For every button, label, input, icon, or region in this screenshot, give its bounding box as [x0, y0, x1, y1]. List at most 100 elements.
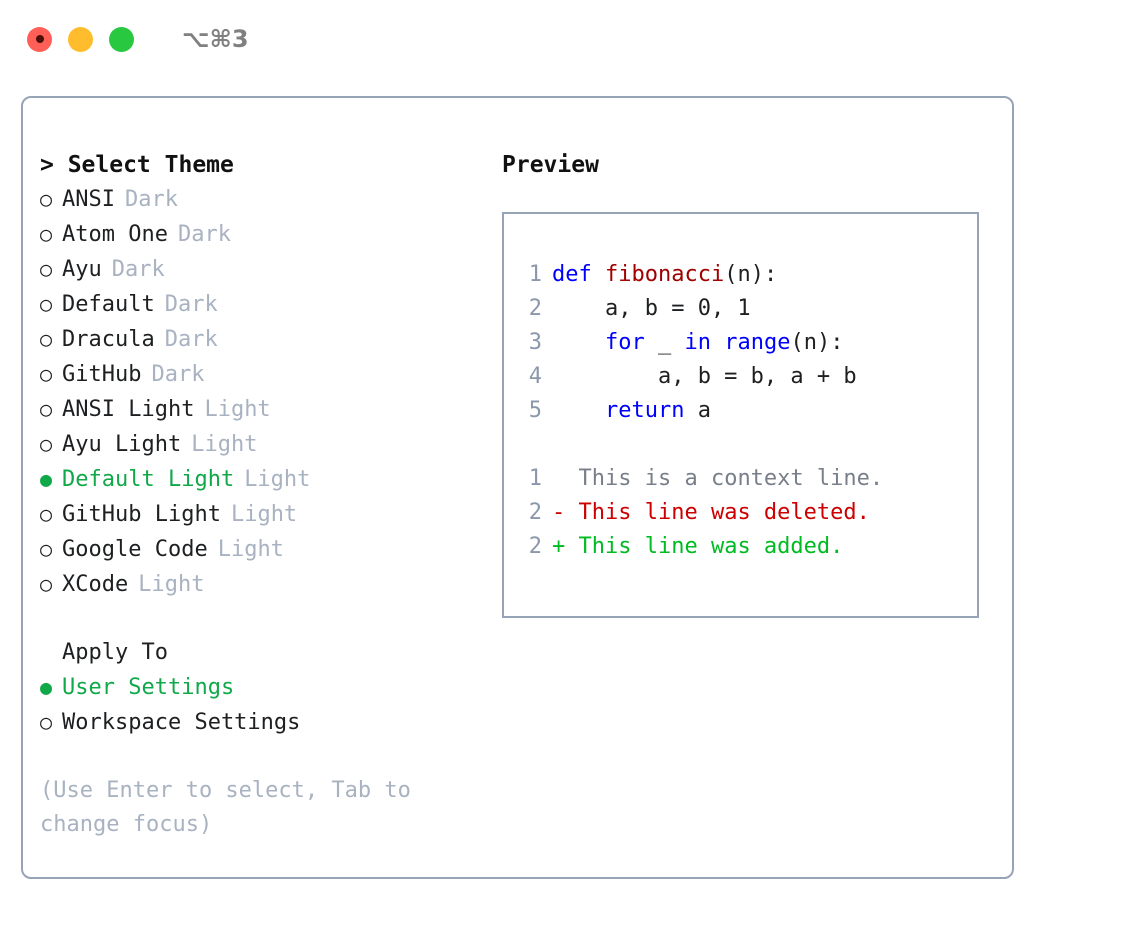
- radio-unselected-icon: ○: [40, 292, 53, 316]
- theme-option-ansi-light[interactable]: ○ ANSI Light Light: [40, 392, 470, 427]
- preview-title: Preview: [502, 152, 599, 178]
- radio-unselected-icon: ○: [40, 397, 53, 421]
- line-number: 3: [528, 330, 542, 355]
- radio-unselected-icon: ○: [40, 502, 53, 526]
- minimize-button[interactable]: [68, 26, 93, 52]
- apply-to-option-label: Workspace Settings: [62, 710, 301, 735]
- theme-option-label: ANSI Light: [62, 397, 195, 422]
- theme-option-tag: Light: [217, 537, 284, 562]
- diff-line-text: - This line was deleted.: [552, 496, 870, 530]
- theme-option-label: Ayu: [62, 257, 102, 282]
- theme-option-tag: Dark: [177, 222, 231, 247]
- spacer: [40, 602, 470, 636]
- code-line-text: return a: [552, 394, 711, 428]
- close-button[interactable]: [27, 26, 52, 52]
- apply-to-option-workspace-settings[interactable]: ○ Workspace Settings: [40, 705, 470, 740]
- radio-unselected-icon: ○: [40, 222, 53, 246]
- close-active-dot-icon: [35, 35, 44, 43]
- line-number: 1: [528, 262, 542, 287]
- code-line: 5 return a: [518, 394, 977, 428]
- window-controls: [27, 26, 134, 52]
- code-token-kw: in: [684, 330, 711, 355]
- radio-unselected-icon: ○: [40, 537, 53, 561]
- line-number: 5: [528, 398, 542, 423]
- radio-unselected-icon: ○: [40, 710, 53, 734]
- line-number: 2: [528, 534, 542, 559]
- code-token-plain: [552, 398, 605, 423]
- radio-unselected-icon: ○: [40, 572, 53, 596]
- code-token-kw: return: [604, 398, 685, 423]
- theme-option-google-code[interactable]: ○ Google Code Light: [40, 532, 470, 567]
- code-line: 2 a, b = 0, 1: [518, 292, 977, 326]
- theme-option-github-light[interactable]: ○ GitHub Light Light: [40, 497, 470, 532]
- code-line-text: def fibonacci(n):: [552, 258, 777, 292]
- diff-line-ctx: 1 This is a context line.: [518, 462, 977, 496]
- code-token-plain: _: [644, 330, 685, 355]
- theme-option-label: XCode: [62, 572, 129, 597]
- theme-option-label: ANSI: [62, 187, 115, 212]
- code-line: 3 for _ in range(n):: [518, 326, 977, 360]
- radio-selected-icon: ●: [40, 467, 53, 491]
- theme-option-tag: Light: [204, 397, 271, 422]
- theme-option-label: Atom One: [62, 222, 168, 247]
- diff-line-add: 2+ This line was added.: [518, 530, 977, 564]
- theme-option-label: GitHub: [62, 362, 142, 387]
- theme-option-atom-one[interactable]: ○ Atom One Dark: [40, 217, 470, 252]
- code-token-plain: a, b = b, a + b: [552, 364, 857, 389]
- radio-unselected-icon: ○: [40, 187, 53, 211]
- radio-unselected-icon: ○: [40, 327, 53, 351]
- diff-marker: [552, 466, 579, 491]
- code-token-plain: (n):: [790, 330, 844, 355]
- code-token-kw: range: [724, 330, 791, 355]
- diff-marker: -: [552, 500, 579, 525]
- apply-to-option-label: User Settings: [62, 675, 235, 700]
- theme-option-label: Default: [62, 292, 155, 317]
- maximize-button[interactable]: [109, 26, 134, 52]
- theme-option-tag: Dark: [151, 362, 205, 387]
- title-bar: ⌥⌘3: [0, 0, 1140, 78]
- line-number: 2: [528, 296, 542, 321]
- code-line-text: for _ in range(n):: [552, 326, 843, 360]
- code-token-fn: fibonacci: [604, 262, 725, 287]
- keyboard-hint: (Use Enter to select, Tab to change focu…: [40, 778, 411, 837]
- code-token-plain: a: [684, 398, 711, 423]
- radio-selected-icon: ●: [40, 675, 53, 699]
- diff-line-text: This is a context line.: [552, 462, 884, 496]
- theme-option-default[interactable]: ○ Default Dark: [40, 287, 470, 322]
- diff-line-del: 2- This line was deleted.: [518, 496, 977, 530]
- code-token-kw: def: [552, 262, 605, 287]
- theme-option-label: Ayu Light: [62, 432, 182, 457]
- spacer: [518, 428, 977, 462]
- theme-option-tag: Light: [191, 432, 258, 457]
- radio-unselected-icon: ○: [40, 257, 53, 281]
- code-line: 1 def fibonacci(n):: [518, 258, 977, 292]
- theme-option-tag: Dark: [164, 292, 218, 317]
- diff-sample: 1 This is a context line.2- This line wa…: [518, 462, 977, 564]
- theme-option-label: Dracula: [62, 327, 155, 352]
- apply-to-option-user-settings[interactable]: ● User Settings: [40, 670, 470, 705]
- diff-body: This line was added.: [578, 534, 844, 559]
- theme-option-label: Google Code: [62, 537, 208, 562]
- code-line: 4 a, b = b, a + b: [518, 360, 977, 394]
- code-token-plain: [711, 330, 724, 355]
- line-number: 2: [528, 500, 542, 525]
- theme-option-label: GitHub Light: [62, 502, 221, 527]
- theme-option-tag: Light: [230, 502, 298, 527]
- theme-option-dracula[interactable]: ○ Dracula Dark: [40, 322, 470, 357]
- theme-option-tag: Light: [244, 467, 311, 492]
- code-token-plain: [552, 330, 605, 355]
- diff-body: This line was deleted.: [578, 500, 870, 525]
- theme-option-tag: Dark: [164, 327, 218, 352]
- code-token-plain: (n):: [724, 262, 778, 287]
- keyboard-shortcut-label: ⌥⌘3: [182, 25, 249, 53]
